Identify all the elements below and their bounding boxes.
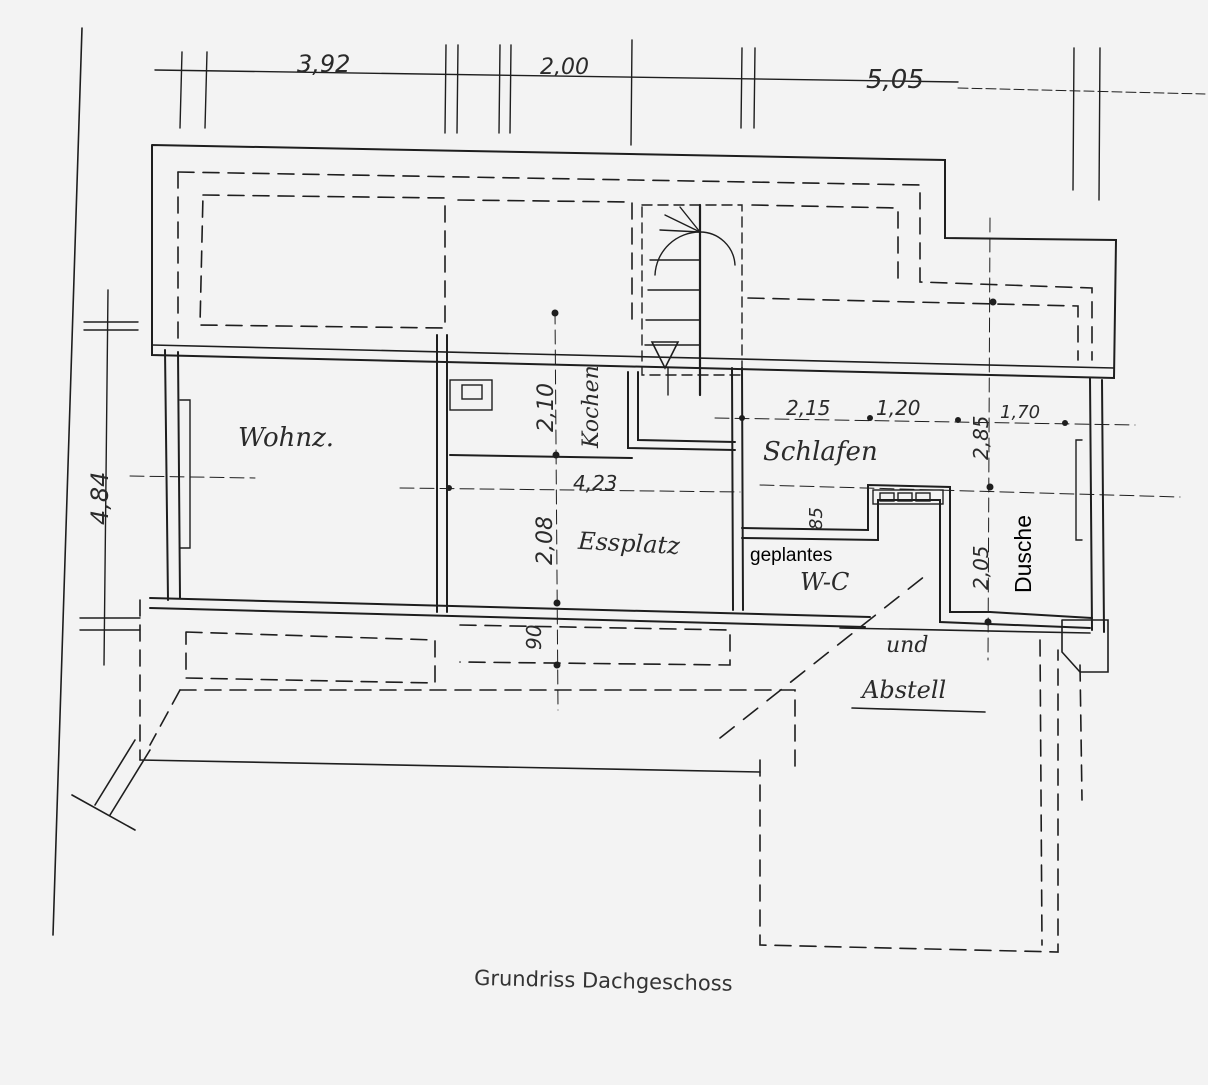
top-dimension-line: [154, 39, 1206, 201]
annotation-planned: geplantes: [750, 545, 832, 566]
windows: [179, 379, 1083, 549]
dim-bedroom-height: 2,85: [969, 415, 993, 460]
room-label-wc: W-C: [800, 568, 849, 596]
roof-inner-dashed: [177, 171, 1093, 361]
room-label-storage: Abstell: [860, 676, 946, 704]
dim-shower-height: 2,05: [969, 545, 993, 590]
page-margin-line: [52, 27, 83, 936]
dim-left: 4,84: [86, 472, 114, 525]
roof-outline: [151, 144, 1118, 380]
dim-top-1: 3,92: [297, 50, 350, 78]
dim-bedroom-width-1: 2,15: [786, 396, 831, 420]
plan-caption: Grundriss Dachgeschoss: [474, 966, 733, 996]
dimension-dots: [446, 298, 1068, 669]
lower-dashed-area: [139, 599, 1083, 953]
exterior-walls: [149, 349, 1105, 633]
dim-wc-small: 85: [806, 507, 827, 530]
room-label-dining: Essplatz: [576, 527, 680, 560]
annotation-shower: Dusche: [1010, 515, 1036, 593]
dim-kitchen-height: 2,10: [534, 383, 559, 432]
bath-fixtures: [872, 489, 944, 505]
dim-top-3: 5,05: [866, 65, 924, 95]
left-dimension-line: [79, 289, 141, 666]
room-label-kitchen: Kochen: [579, 365, 604, 449]
interior-walls: [436, 334, 1093, 629]
room-label-living: Wohnz.: [238, 423, 334, 453]
room-label-bedroom: Schlafen: [763, 437, 878, 467]
room-label-und: und: [886, 633, 928, 658]
dim-dining-height: 2,08: [533, 516, 558, 565]
dim-right-segment: 1,70: [1000, 402, 1040, 423]
dimension-lines: [129, 217, 1181, 711]
staircase: [641, 203, 743, 397]
dim-bedroom-width-2: 1,20: [876, 396, 921, 420]
dim-top-2: 2,00: [540, 55, 589, 80]
dim-kitchen-width: 4,23: [573, 471, 618, 495]
dim-lower-gap: 90: [522, 625, 546, 650]
lower-solid-edges: [71, 571, 1109, 831]
